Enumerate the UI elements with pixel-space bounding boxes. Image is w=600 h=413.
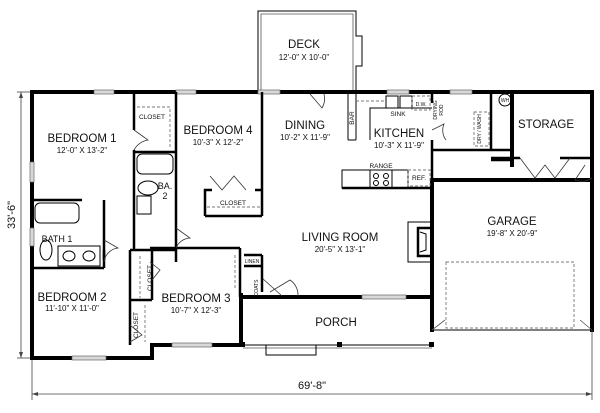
fixtures [34, 92, 575, 329]
living-room-label: LIVING ROOM [302, 232, 379, 244]
dining-size: 10'-2" X 11'-9" [280, 133, 330, 142]
bath1-label: BATH 1 [42, 234, 73, 244]
garage-label: GARAGE [487, 216, 537, 228]
closet-bedroom4-label: CLOSET [220, 200, 246, 207]
bath2-label-line1: BA. [158, 181, 173, 191]
room-labels: DECK 12'-0" X 10'-0" BEDROOM 1 12'-0" X … [37, 39, 574, 329]
deck-size: 12'-0" X 10'-0" [279, 53, 330, 62]
bedroom4-size: 10'-3" X 12'-2" [193, 138, 244, 147]
bedroom2-label: BEDROOM 2 [37, 292, 106, 304]
dry-wash-label: DRY / WASH [477, 114, 483, 144]
fixture-labels: CLOSET CLOSET CLOSET CLOSET BAR SINK D.W… [133, 98, 510, 338]
drying-rod-label-2: ROD [439, 104, 445, 116]
deck-label: DECK [288, 39, 320, 51]
drying-rod-label-1: DRYING [433, 100, 439, 119]
porch-label: PORCH [315, 317, 357, 329]
closet-bedroom2-label: CLOSET [133, 312, 140, 338]
dimension-width: 69'-8" [31, 330, 593, 400]
water-heater-label: WH [501, 98, 510, 104]
garage-size: 19'-8" X 20'-9" [487, 229, 538, 238]
bedroom4-label: BEDROOM 4 [183, 125, 253, 137]
windows [29, 89, 473, 361]
bedroom3-label: BEDROOM 3 [161, 293, 230, 305]
storage-label: STORAGE [518, 119, 574, 131]
dimension-depth: 33'-6" [6, 91, 30, 359]
closet-shelves [137, 106, 260, 342]
doors [103, 93, 593, 343]
bedroom1-label: BEDROOM 1 [47, 133, 116, 145]
range-label: RANGE [369, 163, 393, 170]
living-room-size: 20'-5" X 13'-1" [315, 245, 366, 254]
bedroom1-size: 12'-0" X 13'-2" [57, 146, 108, 155]
closet-bedroom1-label: CLOSET [139, 114, 165, 121]
ref-label: REF. [412, 175, 426, 182]
sink-label: SINK [390, 111, 406, 118]
porch [240, 319, 593, 356]
kitchen-size: 10'-3" X 11'-9" [374, 141, 424, 150]
bedroom3-size: 10'-7" X 12'-3" [171, 306, 222, 315]
bedroom2-size: 11'-10" X 11'-0" [45, 304, 99, 313]
kitchen-label: KITCHEN [374, 128, 424, 140]
interior-walls [32, 92, 592, 345]
coats-label: COATS [254, 279, 260, 297]
closet-bedroom3-label: CLOSET [147, 265, 154, 291]
width-dimension-label: 69'-8" [298, 380, 326, 392]
deck [257, 10, 363, 92]
linen-label: LINEN [245, 259, 260, 265]
dishwasher-label: D.W. [416, 102, 427, 108]
depth-dimension-label: 33'-6" [6, 201, 18, 229]
bath2-label-line2: 2 [162, 191, 167, 201]
linen-coats-closets [244, 253, 264, 292]
bar-label: BAR [349, 111, 356, 125]
dining-label: DINING [285, 120, 325, 132]
